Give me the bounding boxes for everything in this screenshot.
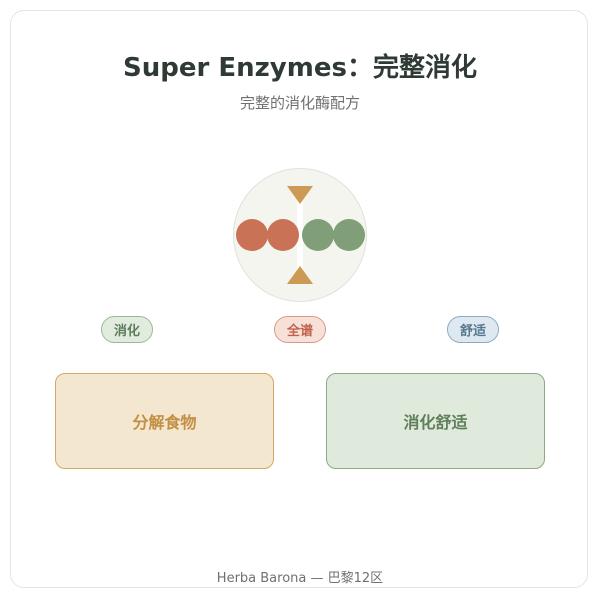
triangle-down-icon bbox=[287, 186, 313, 204]
enzyme-dot-sage-2 bbox=[333, 219, 365, 251]
tag-full-spectrum: 全谱 bbox=[274, 316, 326, 343]
tag-digestion: 消化 bbox=[101, 316, 153, 343]
emblem-divider bbox=[297, 200, 303, 270]
page-subtitle: 完整的消化酶配方 bbox=[239, 94, 360, 112]
enzyme-dot-terracotta-2 bbox=[267, 219, 299, 251]
tag-comfort: 舒适 bbox=[447, 316, 499, 343]
triangle-up-icon bbox=[287, 266, 313, 284]
box-digestive-comfort: 消化舒适 bbox=[326, 373, 545, 469]
page-title: Super Enzymes：完整消化 bbox=[123, 53, 477, 83]
box-break-down-food: 分解食物 bbox=[55, 373, 274, 469]
enzyme-dot-sage-1 bbox=[302, 219, 334, 251]
enzyme-dot-terracotta-1 bbox=[236, 219, 268, 251]
footer-credit: Herba Barona — 巴黎12区 bbox=[216, 571, 384, 586]
